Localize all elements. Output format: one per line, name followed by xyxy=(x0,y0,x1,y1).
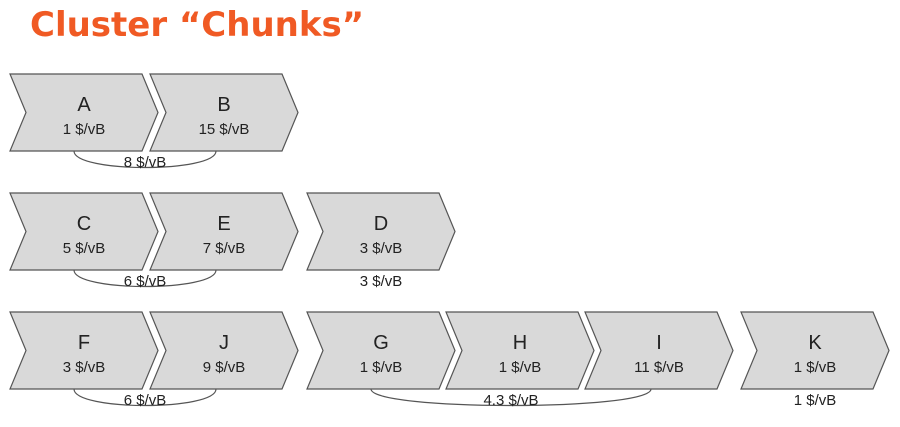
node-name: B xyxy=(217,94,230,116)
node-feerate: 3 $/vB xyxy=(63,359,106,376)
node-g: G 1 $/vB xyxy=(306,311,456,390)
chunk-brace xyxy=(73,269,217,288)
node-chevron xyxy=(149,311,299,390)
node-name: I xyxy=(656,332,662,354)
node-chevron xyxy=(584,311,734,390)
chunk-feerate: 6 $/vB xyxy=(124,273,167,290)
node-feerate: 9 $/vB xyxy=(203,359,246,376)
node-chevron xyxy=(740,311,890,390)
node-feerate: 15 $/vB xyxy=(199,121,250,138)
node-i: I 11 $/vB xyxy=(584,311,734,390)
chunk-ab: 8 $/vB xyxy=(73,150,217,171)
node-d: D 3 $/vB xyxy=(306,192,456,271)
node-name: K xyxy=(808,332,822,354)
node-chevron xyxy=(9,311,159,390)
chunk-brace xyxy=(73,150,217,169)
node-name: J xyxy=(219,332,229,354)
node-feerate: 5 $/vB xyxy=(63,240,106,257)
chunk-brace xyxy=(370,388,652,407)
node-chevron xyxy=(9,192,159,271)
node-name: F xyxy=(78,332,90,354)
node-name: G xyxy=(373,332,389,354)
chunk-fj: 6 $/vB xyxy=(73,388,217,409)
node-chevron xyxy=(306,192,456,271)
node-name: E xyxy=(217,213,230,235)
node-b: B 15 $/vB xyxy=(149,73,299,152)
node-chevron xyxy=(445,311,595,390)
node-f: F 3 $/vB xyxy=(9,311,159,390)
chunk-ce: 6 $/vB xyxy=(73,269,217,290)
node-c: C 5 $/vB xyxy=(9,192,159,271)
node-chevron xyxy=(149,192,299,271)
node-feerate: 1 $/vB xyxy=(794,359,837,376)
node-feerate: 11 $/vB xyxy=(634,359,684,376)
node-h: H 1 $/vB xyxy=(445,311,595,390)
chunk-feerate: 6 $/vB xyxy=(124,392,167,409)
node-k: K 1 $/vB xyxy=(740,311,890,390)
node-chevron xyxy=(306,311,456,390)
node-feerate: 1 $/vB xyxy=(499,359,542,376)
chunk-feerate: 4.3 $/vB xyxy=(483,392,538,409)
node-name: H xyxy=(513,332,527,354)
node-feerate: 3 $/vB xyxy=(360,240,403,257)
chunk-rows: A 1 $/vB B 15 $/vB C 5 $/vB E 7 $/vB D 3 $/vB F 3 $… xyxy=(9,73,890,409)
node-chevron xyxy=(149,73,299,152)
node-feerate: 1 $/vB xyxy=(63,121,106,138)
chunk-feerate: 8 $/vB xyxy=(124,154,167,171)
node-feerate: 7 $/vB xyxy=(203,240,246,257)
chunk-feerate: 1 $/vB xyxy=(794,392,837,409)
node-name: D xyxy=(374,213,388,235)
chunk-brace xyxy=(73,388,217,407)
node-name: A xyxy=(77,94,91,116)
chunk-feerate: 3 $/vB xyxy=(360,273,403,290)
node-feerate: 1 $/vB xyxy=(360,359,403,376)
chunk-d: 3 $/vB xyxy=(360,273,403,290)
node-a: A 1 $/vB xyxy=(9,73,159,152)
node-name: C xyxy=(77,213,91,235)
chunk-ghi: 4.3 $/vB xyxy=(370,388,652,409)
node-j: J 9 $/vB xyxy=(149,311,299,390)
chunk-k: 1 $/vB xyxy=(794,392,837,409)
node-chevron xyxy=(9,73,159,152)
node-e: E 7 $/vB xyxy=(149,192,299,271)
page-title: Cluster “Chunks” xyxy=(30,5,364,45)
